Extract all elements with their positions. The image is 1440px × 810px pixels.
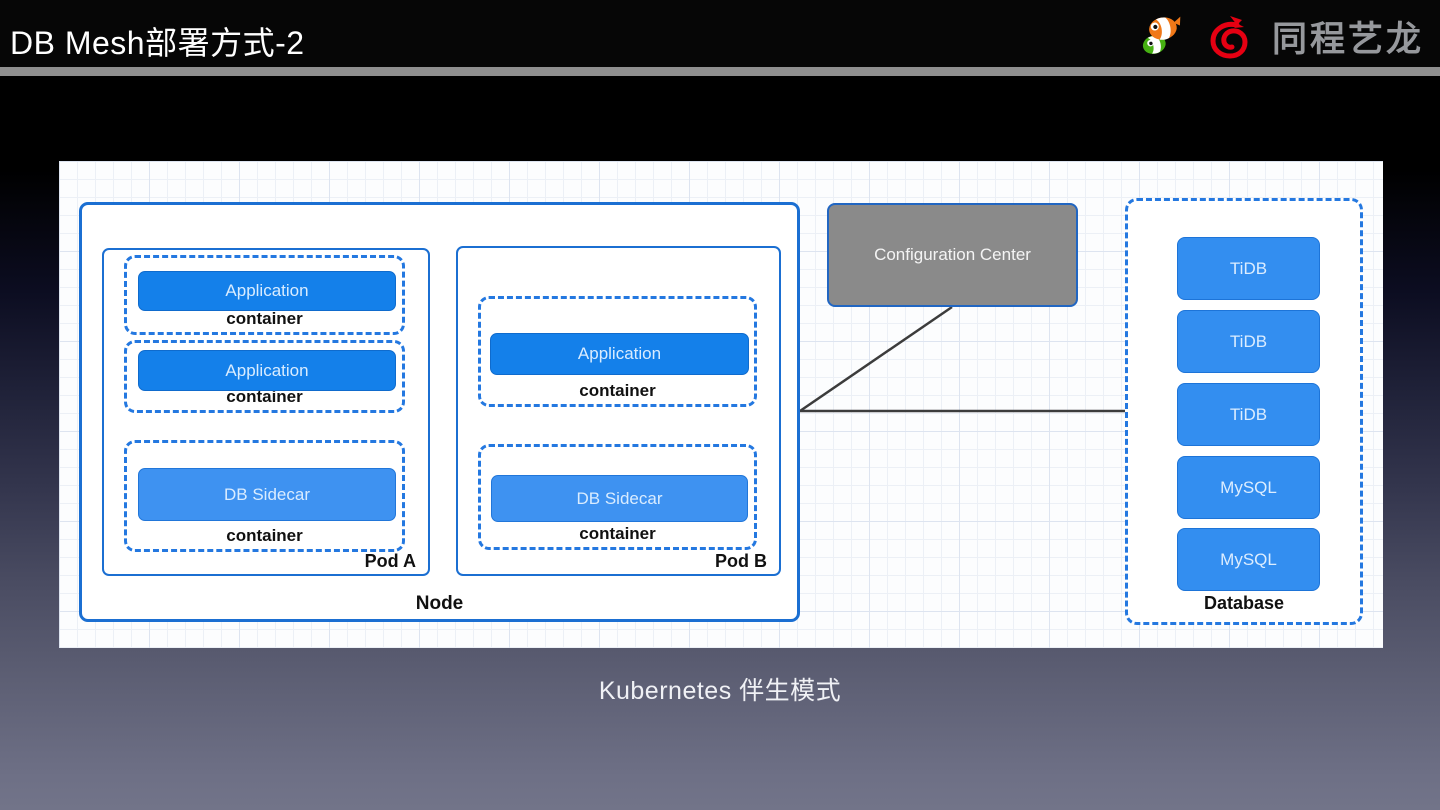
pod-b-container-2: DB Sidecar container [478, 444, 757, 550]
application-box: Application [138, 350, 396, 391]
pod-b-container-1: Application container [478, 296, 757, 407]
node-box: Application container Application contai… [79, 202, 800, 622]
container-label: container [226, 526, 303, 545]
elong-dragon-icon [1210, 16, 1248, 59]
db-instance-tidb-2: TiDB [1177, 310, 1320, 373]
pod-b-box: Application container DB Sidecar contain… [456, 246, 781, 576]
header-separator [0, 67, 1440, 76]
container-label: container [579, 381, 656, 400]
slide-caption: Kubernetes 伴生模式 [598, 677, 842, 705]
header-bar: DB Mesh部署方式-2 同程艺龙 [0, 0, 1440, 67]
container-label: container [579, 524, 656, 543]
application-box: Application [138, 271, 396, 311]
db-sidecar-box: DB Sidecar [138, 468, 396, 521]
node-label: Node [415, 593, 464, 614]
pod-a-container-3: DB Sidecar container [124, 440, 405, 552]
pod-b-label: Pod B [715, 551, 767, 571]
connector-lines [799, 305, 1125, 413]
application-box: Application [490, 333, 749, 375]
pod-a-label: Pod A [364, 551, 416, 571]
database-box: TiDB TiDB TiDB MySQL MySQL Database [1125, 198, 1363, 625]
pod-a-container-2: Application container [124, 340, 405, 413]
pod-a-container-1: Application container [124, 255, 405, 335]
diagram-panel: Application container Application contai… [59, 161, 1383, 648]
db-instance-tidb-3: TiDB [1177, 383, 1320, 446]
slide-title: DB Mesh部署方式-2 [10, 25, 305, 61]
tongcheng-fish-icon [1142, 16, 1181, 54]
db-instance-mysql-1: MySQL [1177, 456, 1320, 519]
db-instance-mysql-2: MySQL [1177, 528, 1320, 591]
brand-logos: 同程艺龙 [1138, 12, 1424, 60]
container-label: container [226, 309, 303, 328]
db-sidecar-box: DB Sidecar [491, 475, 748, 522]
database-label: Database [1203, 593, 1285, 613]
configuration-center-box: Configuration Center [827, 203, 1078, 307]
container-label: container [226, 387, 303, 406]
pod-a-box: Application container Application contai… [102, 248, 430, 576]
db-instance-tidb-1: TiDB [1177, 237, 1320, 300]
brand-wordmark: 同程艺龙 [1271, 19, 1424, 59]
